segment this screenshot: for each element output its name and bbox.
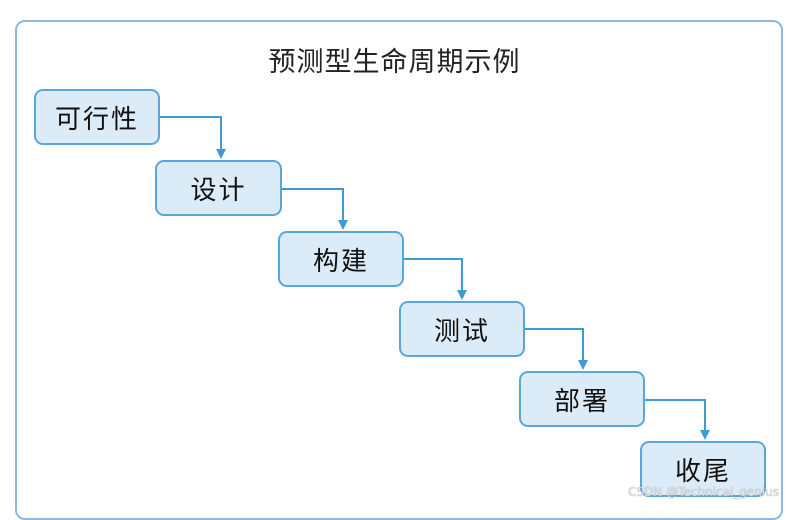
watermark: CSDN @Technical_genius xyxy=(628,485,779,499)
arrow-design-to-build xyxy=(282,188,348,230)
stage-design: 设计 xyxy=(155,160,282,216)
stage-build: 构建 xyxy=(278,231,404,287)
diagram-title: 预测型生命周期示例 xyxy=(268,47,521,78)
arrow-feasibility-to-design xyxy=(160,116,226,159)
stage-test: 测试 xyxy=(399,301,525,357)
arrow-build-to-test xyxy=(404,258,467,300)
stage-closeout: 收尾 xyxy=(640,441,766,497)
stage-feasibility: 可行性 xyxy=(34,89,160,145)
stage-deploy: 部署 xyxy=(519,371,645,427)
arrow-test-to-deploy xyxy=(525,328,588,370)
connector-arrows xyxy=(160,116,710,440)
arrow-deploy-to-closeout xyxy=(645,399,710,440)
